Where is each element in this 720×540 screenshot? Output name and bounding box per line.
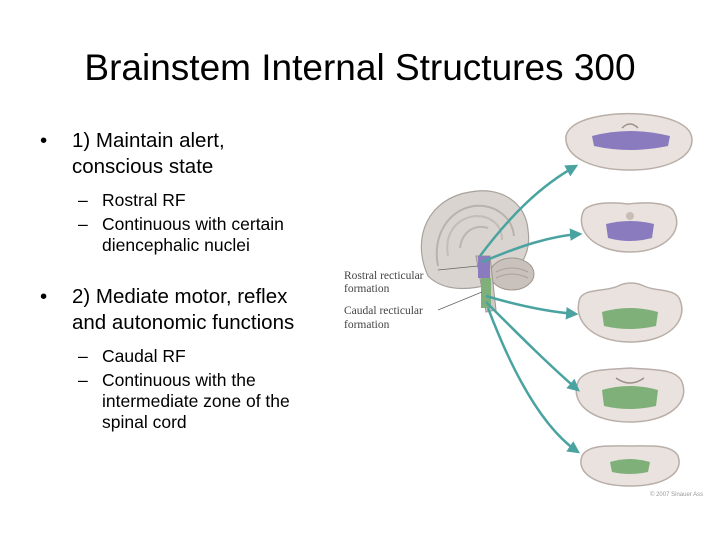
bullet-text-line: 2) Mediate motor, reflex <box>72 285 288 308</box>
bullet-maintain-alert: • 1) Maintain alert, conscious state <box>36 128 336 180</box>
copyright-text: © 2007 Sinauer Ass <box>650 491 703 498</box>
slide-title: Brainstem Internal Structures 300 <box>84 47 636 88</box>
rostral-rf-label: Rostral recticular formation <box>344 270 424 295</box>
arrow-to-spinal-upper <box>485 301 580 392</box>
sub-bullet-intermediate-zone: – Continuous with the intermediate zone … <box>36 370 336 433</box>
sub-bullet-dash: – <box>78 214 88 234</box>
rostral-label-line1: Rostral recticular <box>344 270 424 282</box>
bullet-dot: • <box>40 285 48 308</box>
sub-bullet-rostral-rf: – Rostral RF <box>36 190 336 211</box>
sub-bullet-text: Continuous with the <box>102 370 256 390</box>
sub-bullet-diencephalic: – Continuous with certain diencephalic n… <box>36 214 336 256</box>
sub-bullet-text: Continuous with certain <box>102 214 284 234</box>
section-spinal-upper <box>575 367 685 423</box>
caudal-label-line2: formation <box>344 319 390 331</box>
bullet-text-line: conscious state <box>72 155 214 178</box>
sub-bullet-dash: – <box>78 190 88 210</box>
sub-bullet-text: diencephalic nuclei <box>102 235 250 255</box>
section-midbrain-lower <box>580 202 678 253</box>
arrow-to-midbrain-upper <box>479 164 579 257</box>
sub-bullet-dash: – <box>78 346 88 366</box>
bullet-mediate-motor: • 2) Mediate motor, reflex and autonomic… <box>36 284 336 336</box>
bullet-dot: • <box>40 129 48 152</box>
sub-bullet-text: intermediate zone of the <box>102 391 290 411</box>
sub-bullet-text: Rostral RF <box>102 190 186 210</box>
rostral-label-line2: formation <box>344 283 390 295</box>
sub-bullet-caudal-rf: – Caudal RF <box>36 346 336 367</box>
projection-arrows <box>479 164 583 454</box>
arrow-to-spinal-lower <box>486 307 581 454</box>
bullet-text-line: and autonomic functions <box>72 311 295 334</box>
section-midbrain-upper <box>565 112 693 171</box>
brainstem-figure: Rostral recticular formation Caudal rect… <box>344 112 703 498</box>
section-spinal-lower <box>580 445 680 487</box>
caudal-label-line1: Caudal recticular <box>344 305 423 317</box>
sub-bullet-text: spinal cord <box>102 412 187 432</box>
arrow-to-medulla <box>485 294 579 320</box>
sub-bullet-text: Caudal RF <box>102 346 186 366</box>
sub-bullet-dash: – <box>78 370 88 390</box>
bullet-text-line: 1) Maintain alert, <box>72 129 225 152</box>
arrow-to-midbrain-lower <box>481 228 583 264</box>
section-medulla <box>577 282 683 343</box>
brain-sagittal-image <box>420 190 535 313</box>
caudal-rf-label: Caudal recticular formation <box>344 305 423 331</box>
bullet-list: • 1) Maintain alert, conscious state – R… <box>36 128 336 433</box>
